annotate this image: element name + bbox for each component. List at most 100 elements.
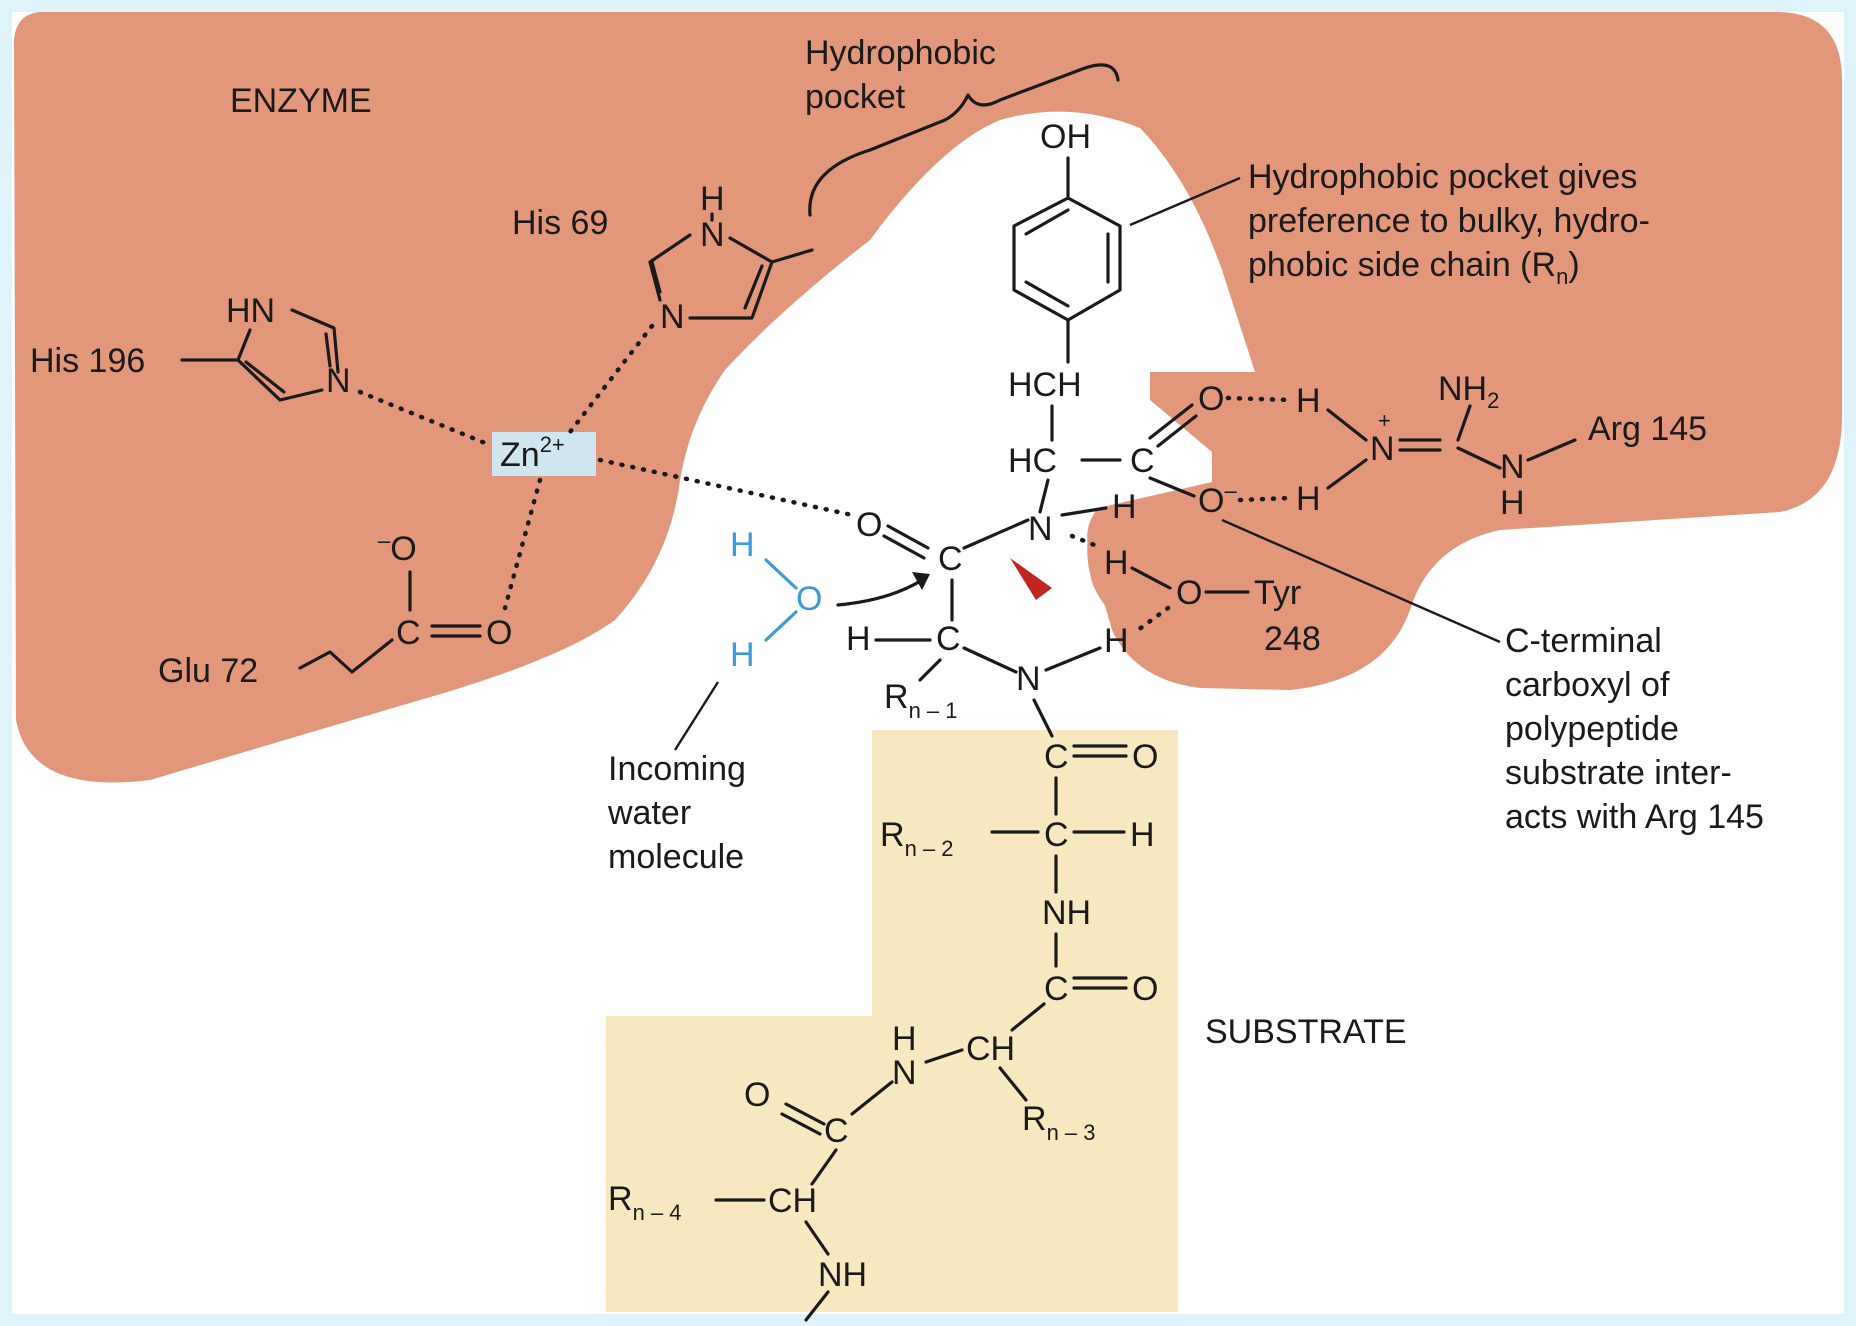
his69-h: H: [700, 180, 725, 218]
zn-highlight: [492, 432, 596, 476]
alpha2-c: C: [1044, 816, 1069, 854]
substrate-region: [606, 730, 1178, 1312]
n4-h: H: [892, 1020, 917, 1058]
tyr248-lobe: [1087, 508, 1250, 646]
c3-double-o: [1072, 976, 1128, 990]
glu72-o-minus: –O: [378, 528, 417, 568]
his69-ring-double: [650, 260, 764, 310]
glu72-bonds: [298, 570, 482, 674]
his69-tail: [770, 248, 814, 264]
n1-h: H: [1104, 622, 1129, 660]
c2-o: O: [1132, 738, 1158, 776]
water-note-line2: water: [607, 794, 691, 832]
arg-c-to-nh2: [1456, 404, 1472, 442]
tyr248-h: H: [1104, 544, 1129, 582]
amide-n-h-bond: [1060, 506, 1108, 517]
his196-label: His 196: [30, 342, 145, 380]
hydrophobic-pocket-label-line1: Hydrophobic: [805, 34, 996, 72]
n4-to-c4: [850, 1080, 894, 1116]
cterm-note-line5: acts with Arg 145: [1505, 798, 1764, 836]
carbonyl-double-bond: [882, 524, 930, 560]
zn-carbonyl-coordination: [597, 457, 855, 518]
arg-h-top: H: [1296, 382, 1321, 420]
scissile-bond-arrow: [1010, 558, 1052, 600]
zn-ion: Zn2+: [500, 432, 565, 474]
cterm-note-line3: polypeptide: [1505, 710, 1679, 748]
n1-h-bond: [1044, 646, 1102, 672]
c4-o: O: [744, 1076, 770, 1114]
alpha4-to-nh: [804, 1220, 830, 1256]
hbond-tyr-o-substrate-h: [1135, 605, 1171, 633]
carbonyl-c: C: [938, 540, 963, 578]
amide-h: H: [1112, 488, 1137, 526]
his69-ring: [648, 212, 774, 320]
arg-tail: [1526, 438, 1577, 462]
alpha1-to-n: [962, 646, 1018, 674]
hbond-carboxyl-o-arg: [1225, 395, 1293, 403]
enzyme-label: ENZYME: [230, 82, 372, 120]
water-attack-arrow: [836, 578, 924, 607]
n3-nh: NH: [1042, 894, 1091, 932]
amide-n: N: [1028, 510, 1053, 548]
arg-n-h-bonds: [1326, 408, 1368, 490]
pocket-note-line2: preference to bulky, hydro-: [1248, 202, 1650, 240]
arg-double-bond: [1398, 438, 1442, 452]
carboxyl-bonds: [1148, 403, 1198, 498]
carboxyl-c: C: [1130, 442, 1155, 480]
arg145-label: Arg 145: [1588, 410, 1707, 448]
r-n3: Rn – 3: [1022, 1100, 1096, 1145]
his196-ring: [180, 308, 340, 402]
alpha4-ch: CH: [768, 1182, 817, 1220]
arg-c-to-nh: [1456, 446, 1502, 470]
tyr248-label: Tyr: [1254, 574, 1301, 612]
water-attack-arrowhead: [912, 572, 930, 590]
water-o: O: [796, 580, 822, 618]
phenol-ring-inner: [1024, 208, 1110, 308]
alpha3-to-n4: [924, 1048, 964, 1064]
cterm-note-line1: C-terminal: [1505, 622, 1662, 660]
n5-nh: NH: [818, 1256, 867, 1294]
carboxyl-o: O: [1198, 380, 1224, 418]
alpha-hc: HC: [1008, 442, 1057, 480]
his196-ring-double: [244, 332, 332, 394]
tyr248-number: 248: [1264, 620, 1321, 658]
carboxyl-o-minus: O–: [1198, 478, 1237, 520]
his69-label: His 69: [512, 204, 608, 242]
water-note-line3: molecule: [608, 838, 744, 876]
alpha1-to-r: [918, 658, 942, 682]
n4-n: N: [892, 1054, 917, 1092]
alpha3-to-r: [998, 1066, 1028, 1102]
arg-h-bottom: H: [1296, 480, 1321, 518]
arg-n-plus: N: [1370, 430, 1395, 468]
zn-his196-coordination: [357, 389, 493, 448]
r-n1: Rn – 1: [884, 678, 958, 723]
zn-glu72-coordination: [502, 477, 543, 611]
substrate-label: SUBSTRATE: [1205, 1013, 1407, 1051]
n1-n: N: [1016, 660, 1041, 698]
his69-n1: N: [700, 216, 725, 254]
hydrophobic-pocket-brace: [808, 63, 1120, 217]
n1-to-c2: [1032, 698, 1054, 738]
water-bonds: [764, 558, 798, 642]
c2-double-o: [1072, 744, 1128, 758]
chain-continues: [804, 1290, 830, 1322]
r-n2: Rn – 2: [880, 816, 954, 861]
arg-n: N: [1500, 448, 1525, 486]
c3-to-ch: [1010, 1002, 1046, 1032]
carbonyl-c-to-n: [962, 518, 1030, 550]
arg-plus-charge: +: [1378, 408, 1391, 433]
hydrophobic-pocket-label-line2: pocket: [805, 78, 906, 116]
c2: C: [1044, 738, 1069, 776]
carbonyl-o: O: [856, 506, 882, 544]
arg-nh2: NH2: [1438, 370, 1499, 413]
glu72-c: C: [396, 614, 421, 652]
glu72-o: O: [486, 614, 512, 652]
his196-hn: HN: [226, 292, 275, 330]
arg-h: H: [1500, 484, 1525, 522]
water-note-line1: Incoming: [608, 750, 746, 788]
phenol-ring: [1012, 156, 1122, 322]
alpha1-h: H: [846, 620, 871, 658]
cterm-note-leader: [1221, 518, 1501, 644]
alpha-to-n: [1038, 478, 1050, 514]
